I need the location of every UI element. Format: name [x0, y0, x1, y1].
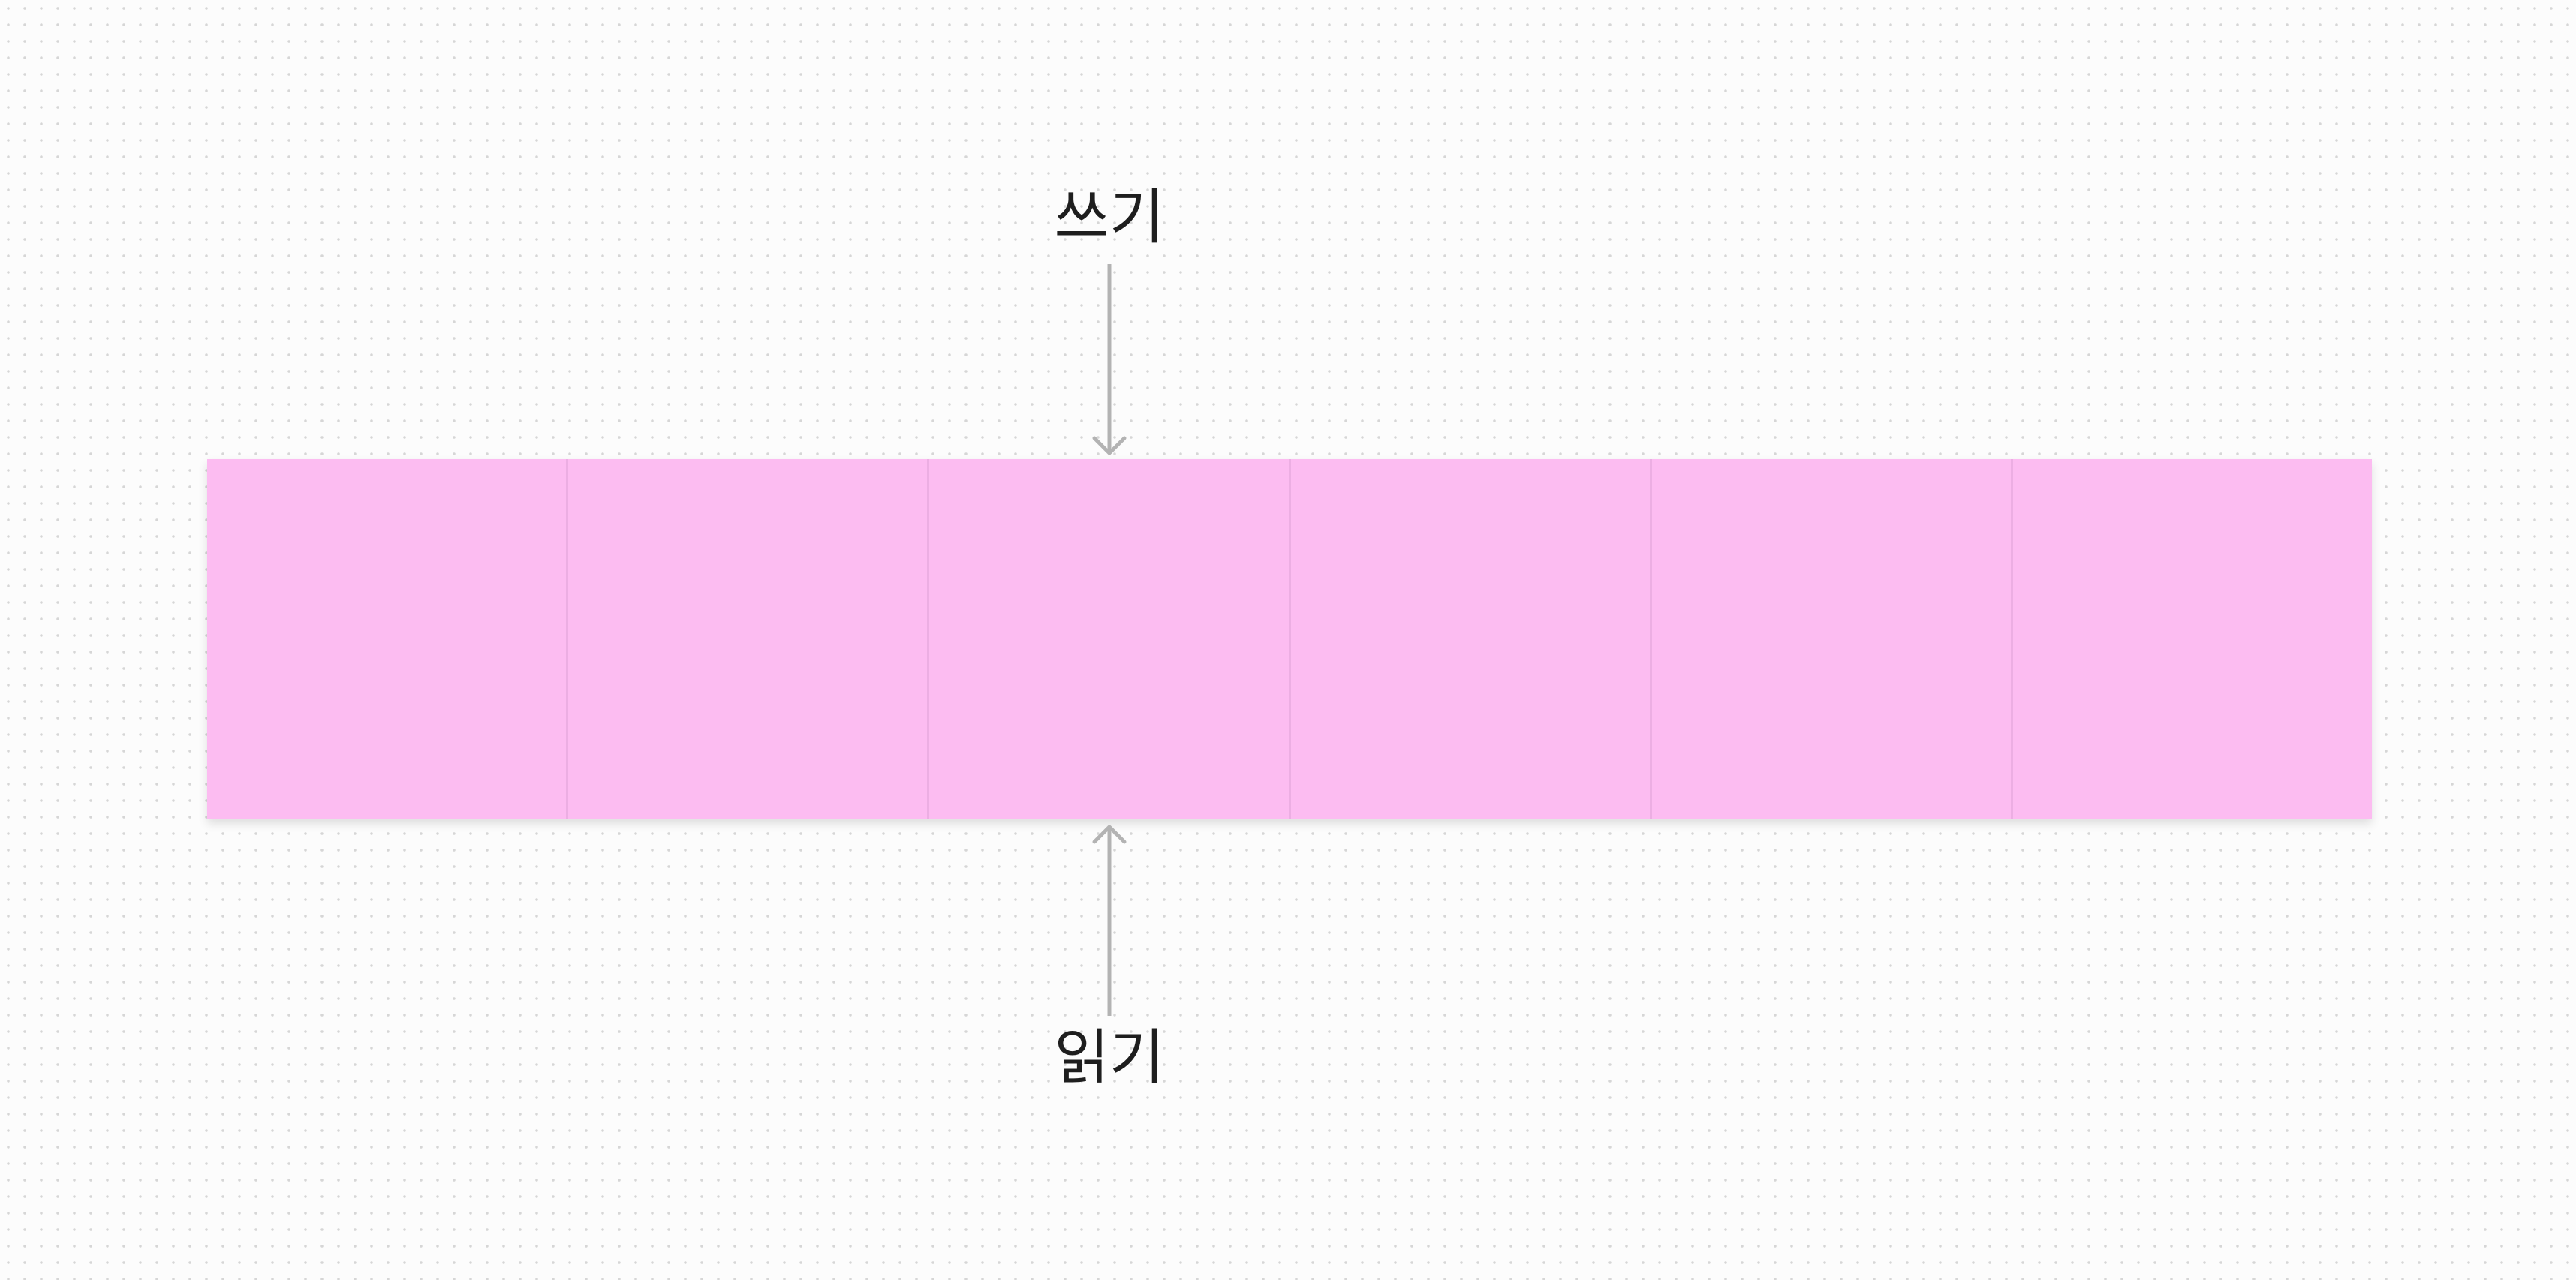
buffer-cell	[1649, 459, 2011, 819]
arrow-down-icon	[1092, 264, 1127, 455]
read-label: 읽기	[1054, 1023, 1165, 1092]
write-label: 쓰기	[1054, 182, 1165, 252]
buffer-cell	[566, 459, 928, 819]
buffer-cell	[1288, 459, 1650, 819]
buffer-cell	[927, 459, 1289, 819]
buffer-cell	[207, 459, 567, 819]
buffer-strip	[207, 459, 2373, 819]
buffer-cell	[2010, 459, 2373, 819]
arrow-up-icon	[1092, 825, 1127, 1016]
